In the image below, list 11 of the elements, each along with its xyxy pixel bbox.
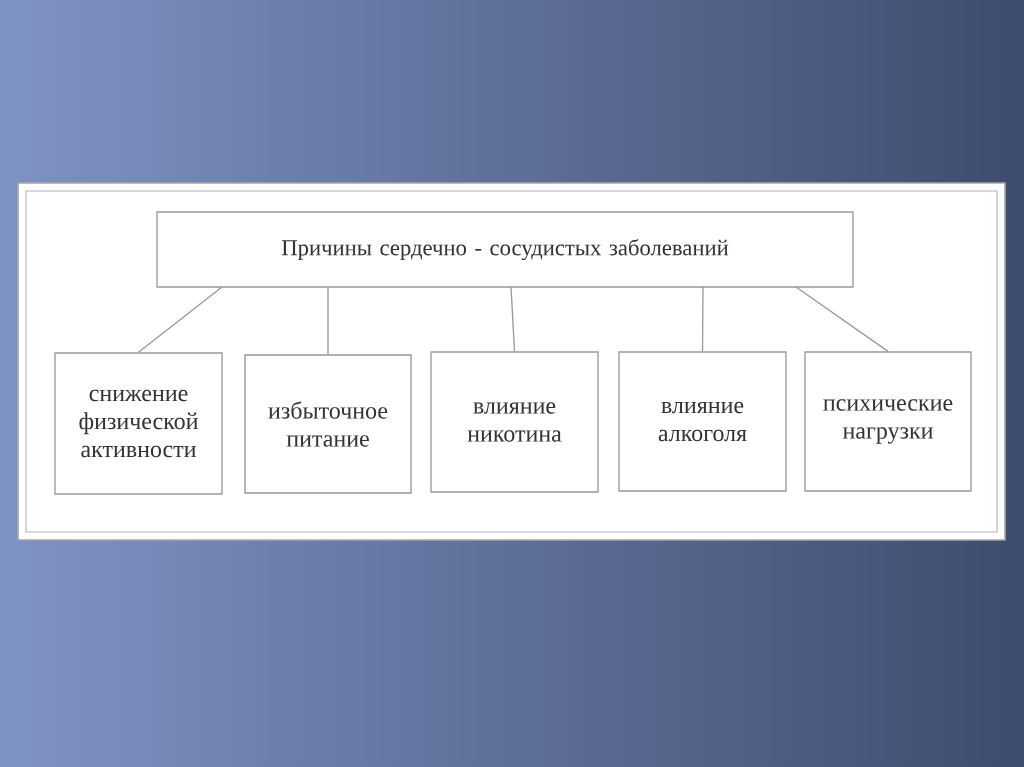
cause-box: влияние никотина <box>430 351 599 493</box>
cause-box: психические нагрузки <box>804 351 972 492</box>
cause-box: снижение физической активности <box>54 352 223 495</box>
connector-line <box>137 286 223 353</box>
cause-box: влияние алкоголя <box>618 351 787 492</box>
connector-line <box>795 286 889 352</box>
cause-box: избыточное питание <box>244 354 412 494</box>
connector-line <box>327 286 329 355</box>
connector-line <box>701 286 704 352</box>
connector-line <box>510 286 516 352</box>
heading-box: Причины сердечно - сосудистых заболеваний <box>156 211 854 288</box>
